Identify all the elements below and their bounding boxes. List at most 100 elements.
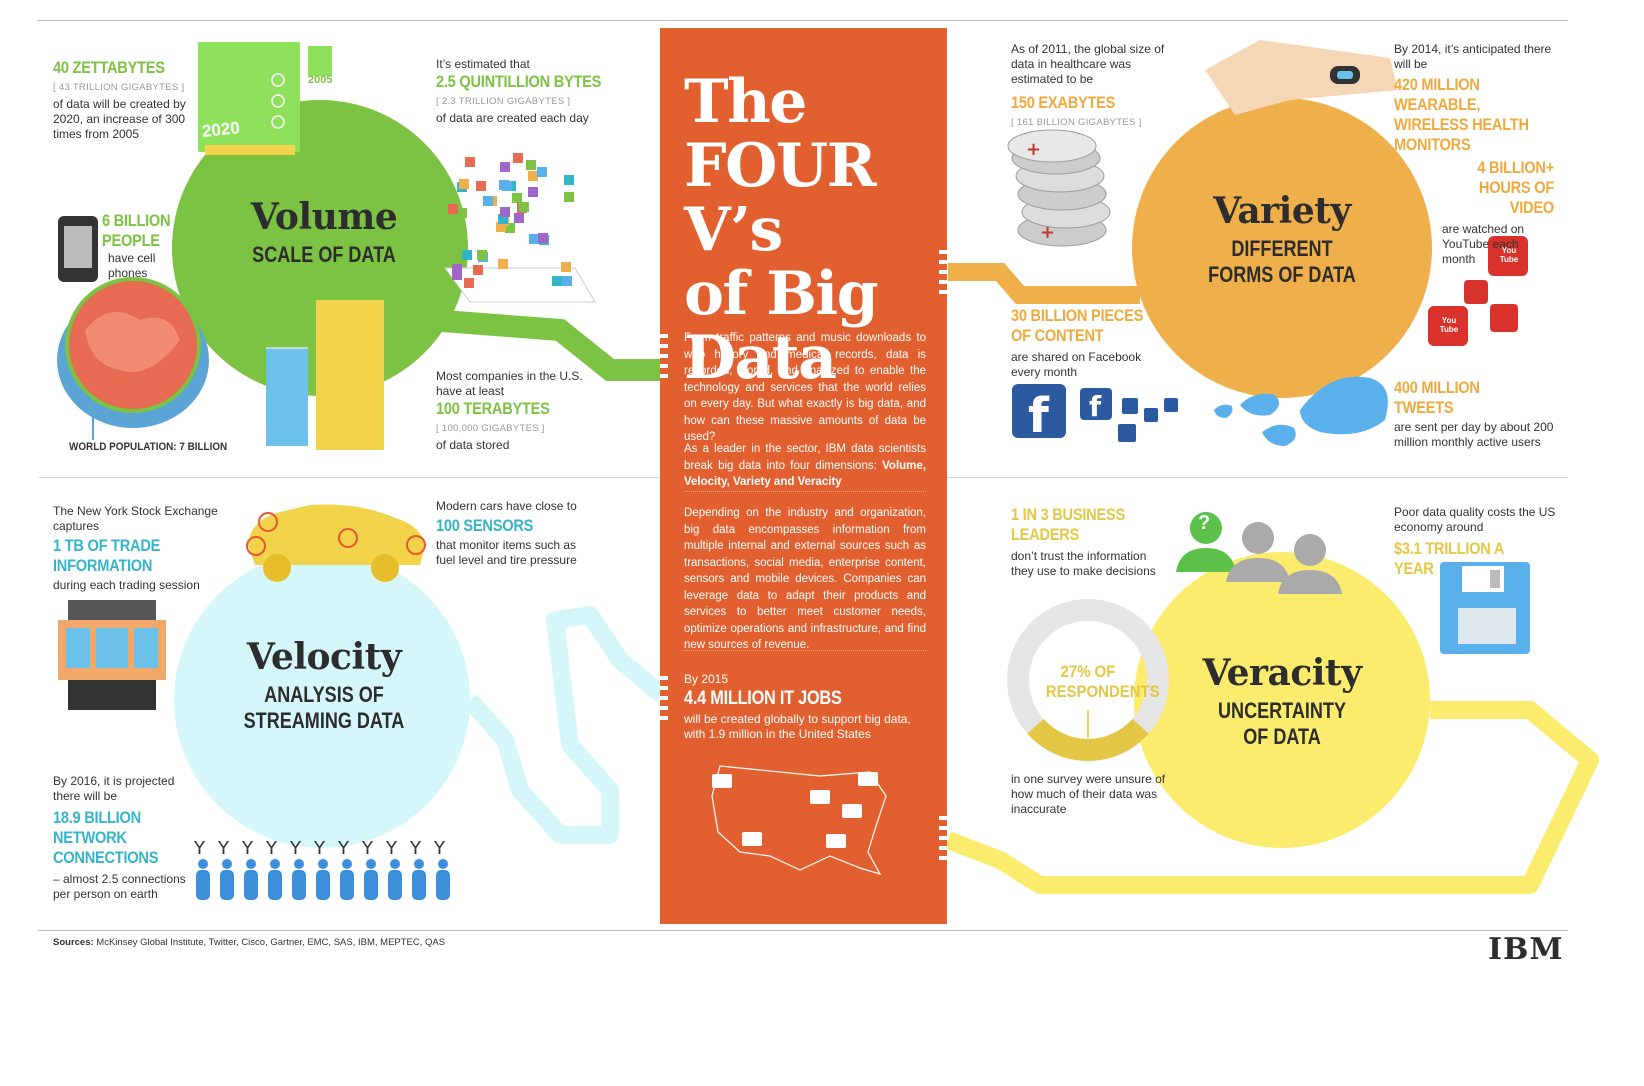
veracity-squiggle: [944, 701, 1599, 894]
facebook-block: 30 BILLION PIECES OF CONTENT are shared …: [1011, 306, 1151, 380]
data-cube: [498, 214, 508, 224]
disc-stack-icon: + +: [1007, 129, 1111, 247]
card-2005-icon: [308, 46, 332, 76]
volume-subtitle: SCALE OF DATA: [252, 242, 396, 267]
zettabytes-highlight: 40 ZETTABYTES: [53, 58, 165, 77]
data-cube: [564, 175, 574, 185]
panel-left-ticks-2: [660, 676, 668, 724]
it-jobs-highlight: 4.4 MILLION IT JOBS: [684, 688, 842, 709]
card-2005-label: 2005: [308, 74, 333, 86]
zettabytes-gray: [ 43 TRILLION GIGABYTES ]: [53, 82, 185, 93]
globe-icon: [57, 277, 209, 440]
data-cube: [473, 265, 483, 275]
terabytes-pre: Most companies in the U.S. have at least: [436, 369, 583, 398]
svg-text:Y: Y: [193, 838, 206, 859]
poor-quality-block: Poor data quality costs the US economy a…: [1394, 505, 1564, 579]
title-line-2: FOUR V’s: [684, 131, 877, 265]
people-with-antennas-icon: Y Y Y Y Y Y Y Y Y Y Y: [193, 838, 450, 900]
panel-divider-1: [684, 491, 926, 492]
network-highlight: 18.9 BILLION NETWORK CONNECTIONS: [53, 808, 159, 867]
sources-label: Sources:: [53, 937, 94, 948]
healthcare-gray: [ 161 BILLION GIGABYTES ]: [1011, 117, 1142, 128]
variety-connector: [948, 263, 1140, 304]
phones-block: 6 BILLION PEOPLE have cell phones: [102, 211, 182, 281]
dimensions-list: Volume, Velocity, Variety and Veracity: [684, 459, 926, 489]
veracity-circle-text: Veracity UNCERTAINTY OF DATA: [1138, 652, 1426, 750]
data-cube: [464, 278, 474, 288]
title-line-4: Data: [684, 323, 837, 393]
tweets-text: are sent per day by about 200 million mo…: [1394, 420, 1554, 449]
by-2015-label: By 2015: [684, 672, 729, 686]
data-cube: [500, 207, 510, 217]
sensors-pre: Modern cars have close to: [436, 499, 577, 513]
data-cube: [529, 234, 539, 244]
svg-text:Y: Y: [337, 838, 350, 859]
healthcare-block: As of 2011, the global size of data in h…: [1011, 42, 1176, 132]
mid-rule-left: [38, 477, 660, 478]
velocity-subtitle-1: ANALYSIS OF: [264, 682, 384, 707]
respondents-highlight: 27% OF RESPONDENTS: [1045, 662, 1160, 701]
zettabytes-text: of data will be created by 2020, an incr…: [53, 97, 186, 141]
video-highlight: 4 BILLION+ HOURS OF VIDEO: [1477, 158, 1554, 217]
leaders-highlight: 1 IN 3 BUSINESS LEADERS: [1011, 505, 1125, 544]
data-cubes-icon: [444, 153, 596, 303]
wearables-highlight: 420 MILLION WEARABLE, WIRELESS HEALTH MO…: [1394, 75, 1529, 154]
data-cube: [526, 160, 536, 170]
nyse-block: The New York Stock Exchange captures 1 T…: [53, 504, 218, 593]
data-cube: [562, 276, 572, 286]
it-jobs-text: will be created globally to support big …: [684, 712, 911, 741]
data-cube: [528, 171, 538, 181]
sources-text: McKinsey Global Institute, Twitter, Cisc…: [93, 937, 446, 948]
svg-text:Y: Y: [289, 838, 302, 859]
data-cube: [457, 208, 467, 218]
volume-circle: [172, 100, 468, 396]
sensors-text: that monitor items such as fuel level an…: [436, 538, 577, 567]
veracity-circle: [1134, 552, 1430, 848]
terabytes-gray: [ 100,000 GIGABYTES ]: [436, 423, 545, 434]
data-cube: [498, 259, 508, 269]
data-cube: [452, 270, 462, 280]
data-cube: [513, 153, 523, 163]
data-cube: [448, 204, 458, 214]
facebook-text: are shared on Facebook every month: [1011, 350, 1142, 379]
tweets-highlight: 400 MILLION TWEETS: [1394, 378, 1480, 417]
center-panel: The FOUR V’s of Big Data From traffic pa…: [660, 28, 947, 924]
svg-text:Y: Y: [361, 838, 374, 859]
variety-subtitle-2: FORMS OF DATA: [1208, 262, 1356, 287]
veracity-subtitle-1: UNCERTAINTY: [1218, 698, 1346, 723]
wearable-arm-icon: [1205, 40, 1398, 115]
panel-right-ticks: [939, 250, 947, 298]
title-line-3: of Big: [684, 259, 879, 329]
svg-text:Y: Y: [385, 838, 398, 859]
network-pre: By 2016, it is projected there will be: [53, 774, 175, 803]
terabytes-block: Most companies in the U.S. have at least…: [436, 369, 586, 453]
phones-highlight-2: PEOPLE: [102, 231, 160, 250]
floppy-disk-icon: [1440, 562, 1530, 654]
healthcare-pre: As of 2011, the global size of data in h…: [1011, 42, 1165, 86]
data-cube: [483, 196, 493, 206]
sources-line: Sources: McKinsey Global Institute, Twit…: [53, 937, 445, 948]
dimensions-paragraph: As a leader in the sector, IBM data scie…: [684, 441, 926, 491]
volume-connector: [429, 309, 660, 381]
nyse-pre: The New York Stock Exchange captures: [53, 504, 218, 533]
respondents-text: in one survey were unsure of how much of…: [1011, 772, 1166, 816]
video-text: are watched on YouTube each month: [1442, 222, 1525, 266]
svg-text:f: f: [1089, 390, 1102, 423]
quintillion-gray: [ 2.3 TRILLION GIGABYTES ]: [436, 96, 571, 107]
wearables-pre: By 2014, it’s anticipated there will be: [1394, 42, 1552, 71]
data-cube: [500, 162, 510, 172]
data-cube: [477, 250, 487, 260]
variety-circle: [1132, 98, 1432, 398]
panel-divider-2: [684, 650, 926, 651]
cell-phone-icon: [58, 216, 98, 282]
nyse-text: during each trading session: [53, 578, 200, 592]
card-2020-icon: [198, 42, 300, 152]
data-cube: [496, 222, 506, 232]
velocity-circle-text: Velocity ANALYSIS OF STREAMING DATA: [180, 636, 468, 734]
top-rule: [38, 20, 1568, 21]
leaders-block: 1 IN 3 BUSINESS LEADERS don’t trust the …: [1011, 505, 1161, 579]
main-title: The FOUR V’s of Big Data: [684, 70, 934, 390]
volume-title: Volume: [250, 196, 398, 238]
title-line-1: The: [684, 67, 807, 137]
